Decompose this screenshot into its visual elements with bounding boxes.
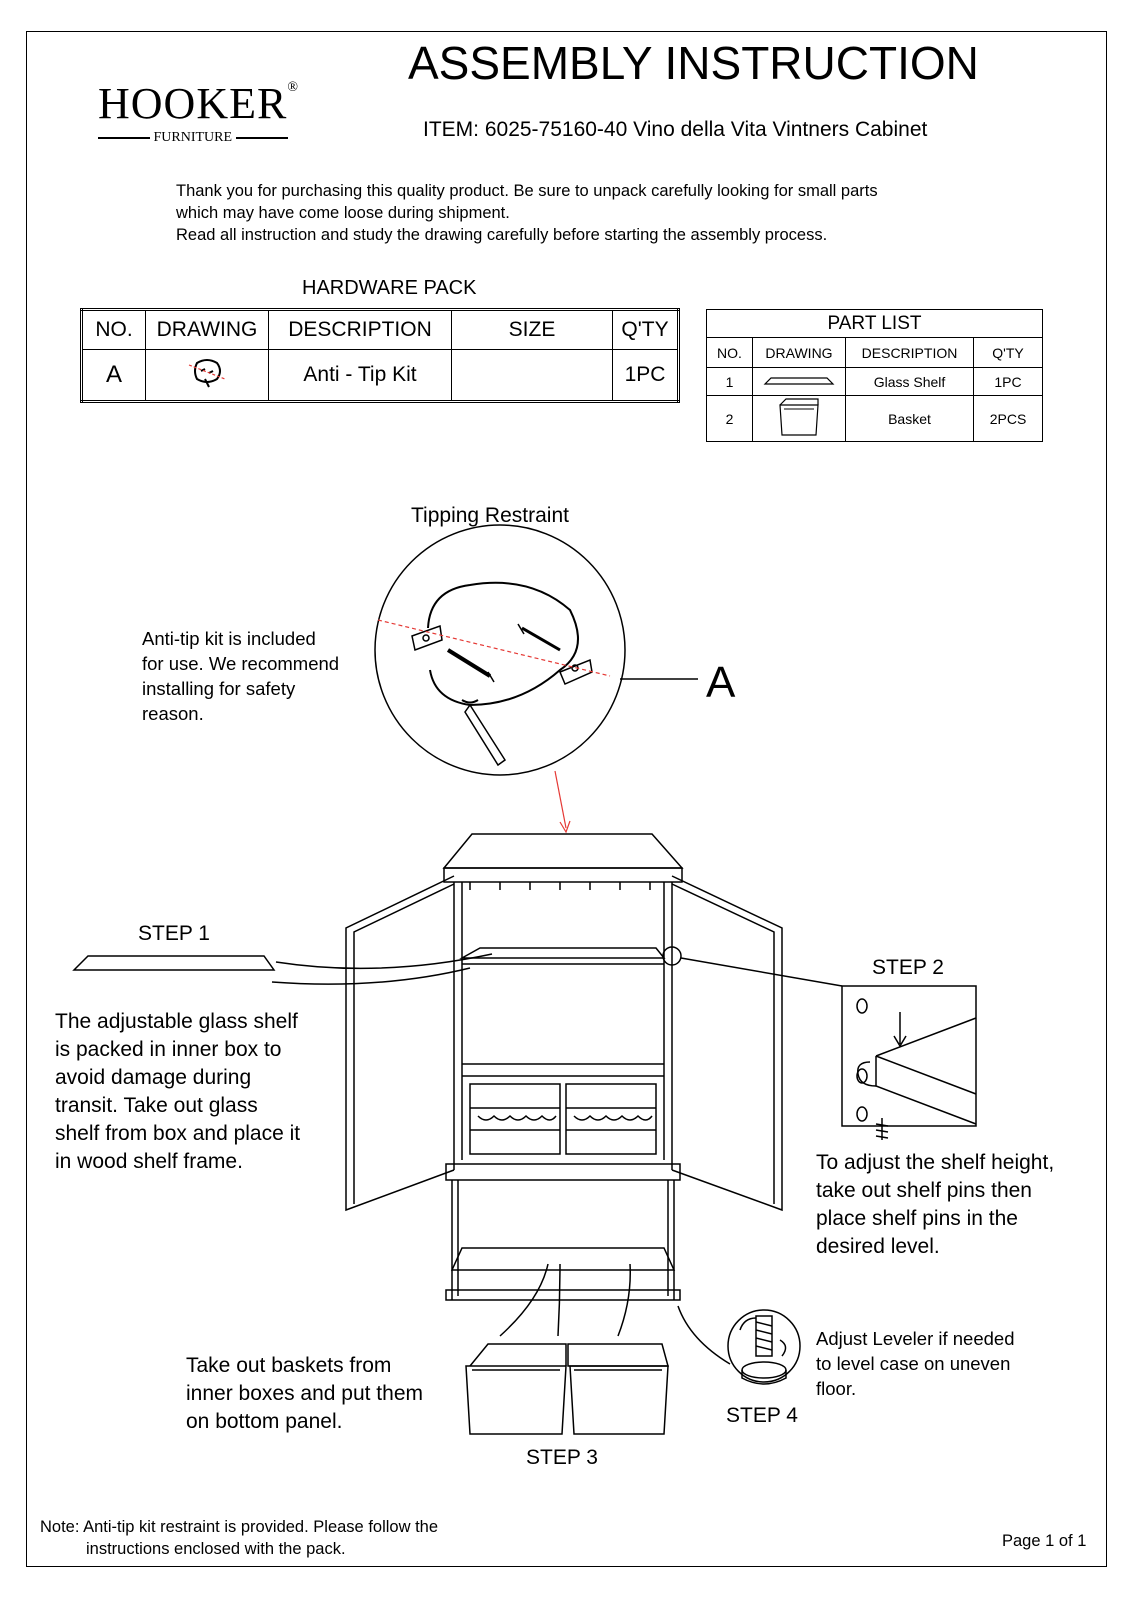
- step3-text: Take out baskets from inner boxes and pu…: [186, 1354, 423, 1433]
- hw-header-size: SIZE: [451, 309, 613, 350]
- step2-text: To adjust the shelf height, take out she…: [816, 1151, 1055, 1258]
- hw-header-no: NO.: [81, 309, 146, 350]
- brand-name: HOOKER: [98, 79, 288, 128]
- page-border: [26, 31, 1107, 1567]
- step1-label: STEP 1: [138, 922, 210, 945]
- glass-shelf-icon: [763, 376, 835, 385]
- step3-label: STEP 3: [526, 1446, 598, 1469]
- tipping-title: Tipping Restraint: [411, 504, 569, 527]
- hw-drawing: [145, 349, 269, 402]
- pl-header-qty: Q'TY: [973, 337, 1043, 368]
- hw-description: Anti - Tip Kit: [268, 349, 452, 402]
- part-list-table: PART LIST NO. DRAWING DESCRIPTION Q'TY 1…: [706, 309, 1043, 442]
- brand-subtitle: FURNITURE: [98, 130, 288, 146]
- tipping-note: Anti-tip kit is included for use. We rec…: [142, 628, 340, 724]
- pl-header-no: NO.: [706, 337, 753, 368]
- step2-label: STEP 2: [872, 956, 944, 979]
- step4-label: STEP 4: [726, 1404, 798, 1427]
- table-row: A Anti - Tip Kit 1PC: [81, 349, 679, 402]
- page-number: Page 1 of 1: [1002, 1532, 1087, 1550]
- brand-logo: HOOKER®: [98, 78, 299, 129]
- hw-header-drawing: DRAWING: [145, 309, 269, 350]
- step1-text: The adjustable glass shelf is packed in …: [55, 1010, 301, 1173]
- hw-no: A: [81, 349, 146, 402]
- item-line: ITEM: 6025-75160-40 Vino della Vita Vint…: [423, 118, 928, 141]
- intro-text: Thank you for purchasing this quality pr…: [176, 182, 878, 244]
- hw-size: [451, 349, 613, 402]
- part-list-title: PART LIST: [706, 309, 1043, 338]
- step4-text: Adjust Leveler if needed to level case o…: [816, 1328, 1015, 1399]
- hw-header-description: DESCRIPTION: [268, 309, 452, 350]
- pl-header-description: DESCRIPTION: [845, 337, 974, 368]
- hw-header-qty: Q'TY: [612, 309, 679, 350]
- hardware-pack-title: HARDWARE PACK: [302, 277, 477, 299]
- hardware-pack-table: NO. DRAWING DESCRIPTION SIZE Q'TY A Anti…: [80, 308, 680, 403]
- table-row: 1 Glass Shelf 1PC: [706, 367, 1043, 396]
- hw-qty: 1PC: [612, 349, 679, 402]
- basket-icon: [779, 398, 819, 436]
- pl-header-drawing: DRAWING: [752, 337, 846, 368]
- footer-note: Note: Anti-tip kit restraint is provided…: [40, 1518, 439, 1558]
- table-row: 2 Basket 2PCS: [706, 395, 1043, 442]
- callout-a: A: [706, 658, 736, 707]
- page-title: ASSEMBLY INSTRUCTION: [408, 37, 979, 89]
- anti-tip-kit-icon: [188, 359, 226, 388]
- registered-mark: ®: [287, 80, 299, 95]
